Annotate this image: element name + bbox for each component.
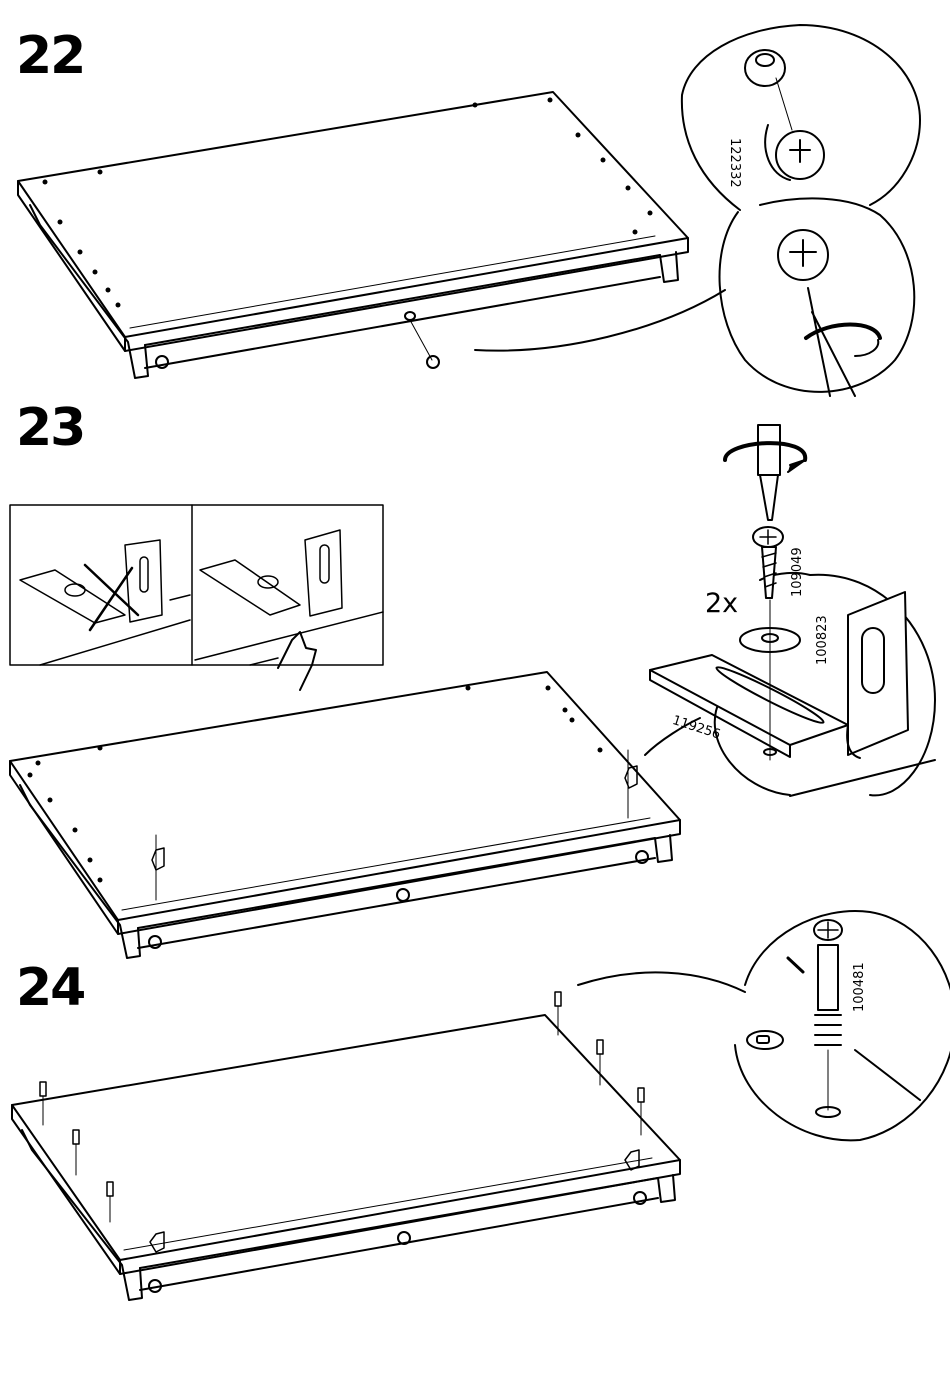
part-number-100481: 100481: [852, 962, 867, 1012]
panel-step24: [12, 992, 680, 1300]
screwdriver-icon: [758, 425, 780, 475]
panel-step22: [18, 92, 688, 378]
quantity-label: 2x: [705, 588, 738, 619]
cam-lock-detail: [682, 25, 920, 396]
pointing-hand-icon: [278, 632, 316, 690]
panel-step23: [10, 672, 680, 958]
part-number-122332: 122332: [727, 138, 742, 188]
part-number-100823: 100823: [815, 615, 830, 665]
part-number-109049: 109049: [790, 547, 805, 597]
mounting-hint-box: [10, 505, 383, 690]
bracket-detail: [650, 425, 935, 796]
cam-lock-icon: [427, 356, 439, 368]
cam-pin-detail: [735, 911, 950, 1140]
